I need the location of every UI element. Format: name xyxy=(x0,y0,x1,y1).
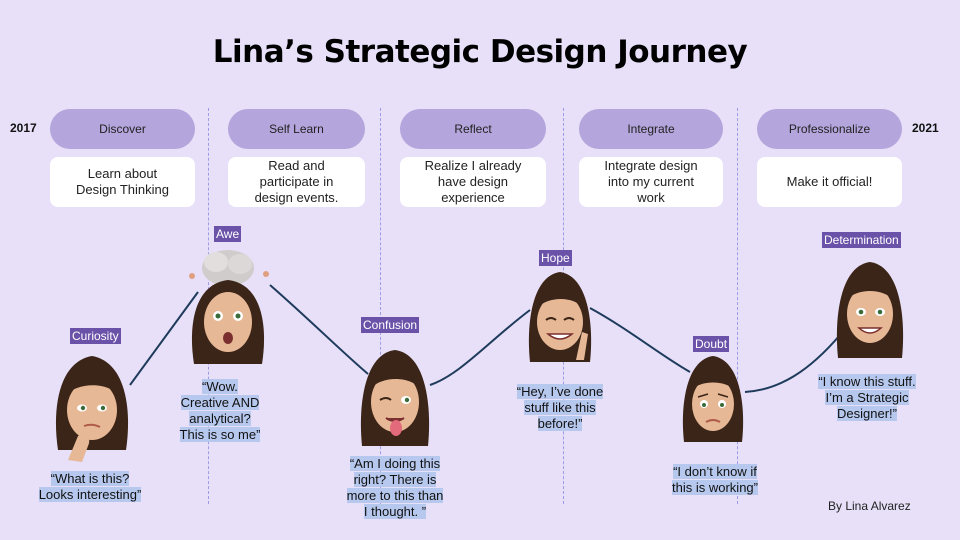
stage-divider xyxy=(380,108,381,504)
quote-confusion: “Am I doing this right? There is more to… xyxy=(346,456,444,519)
emotion-label-determination: Determination xyxy=(822,232,901,248)
stage-description-reflect: Realize I already have design experience xyxy=(400,157,546,207)
quote-awe: “Wow. Creative AND analytical? This is s… xyxy=(179,379,261,442)
stage-divider xyxy=(737,108,738,504)
stage-description-integrate: Integrate design into my current work xyxy=(579,157,723,207)
memoji-worried-face xyxy=(682,356,744,442)
stage-self-learn: Self Learn xyxy=(228,109,365,149)
author-credit: By Lina Alvarez xyxy=(828,499,911,513)
stage-integrate: Integrate xyxy=(579,109,723,149)
stage-discover: Discover xyxy=(50,109,195,149)
emotion-label-hope: Hope xyxy=(539,250,572,266)
memoji-smiling-face xyxy=(836,262,904,358)
start-year: 2017 xyxy=(10,121,37,135)
memoji-curious-face xyxy=(55,356,129,462)
stage-description-discover: Learn about Design Thinking xyxy=(50,157,195,207)
quote-curiosity: “What is this? Looks interesting” xyxy=(38,471,142,502)
emotion-label-curiosity: Curiosity xyxy=(70,328,121,344)
memoji-fingers-crossed-face xyxy=(528,272,592,362)
memoji-tongue-wink-face xyxy=(360,350,430,446)
stage-description-professionalize: Make it official! xyxy=(757,157,902,207)
emotion-label-doubt: Doubt xyxy=(693,336,730,352)
quote-hope: “Hey, I’ve done stuff like this before!” xyxy=(516,384,604,431)
stage-description-self-learn: Read and participate in design events. xyxy=(228,157,365,207)
emotion-label-confusion: Confusion xyxy=(361,317,420,333)
emotion-label-awe: Awe xyxy=(214,226,242,242)
quote-doubt: “I don’t know if this is working” xyxy=(672,464,758,495)
stage-reflect: Reflect xyxy=(400,109,546,149)
page-title: Lina’s Strategic Design Journey xyxy=(212,34,748,70)
quote-determination: “I know this stuff. I’m a Strategic Desi… xyxy=(818,374,916,421)
memoji-mind-blown-face xyxy=(189,250,269,364)
stage-professionalize: Professionalize xyxy=(757,109,902,149)
end-year: 2021 xyxy=(912,121,939,135)
